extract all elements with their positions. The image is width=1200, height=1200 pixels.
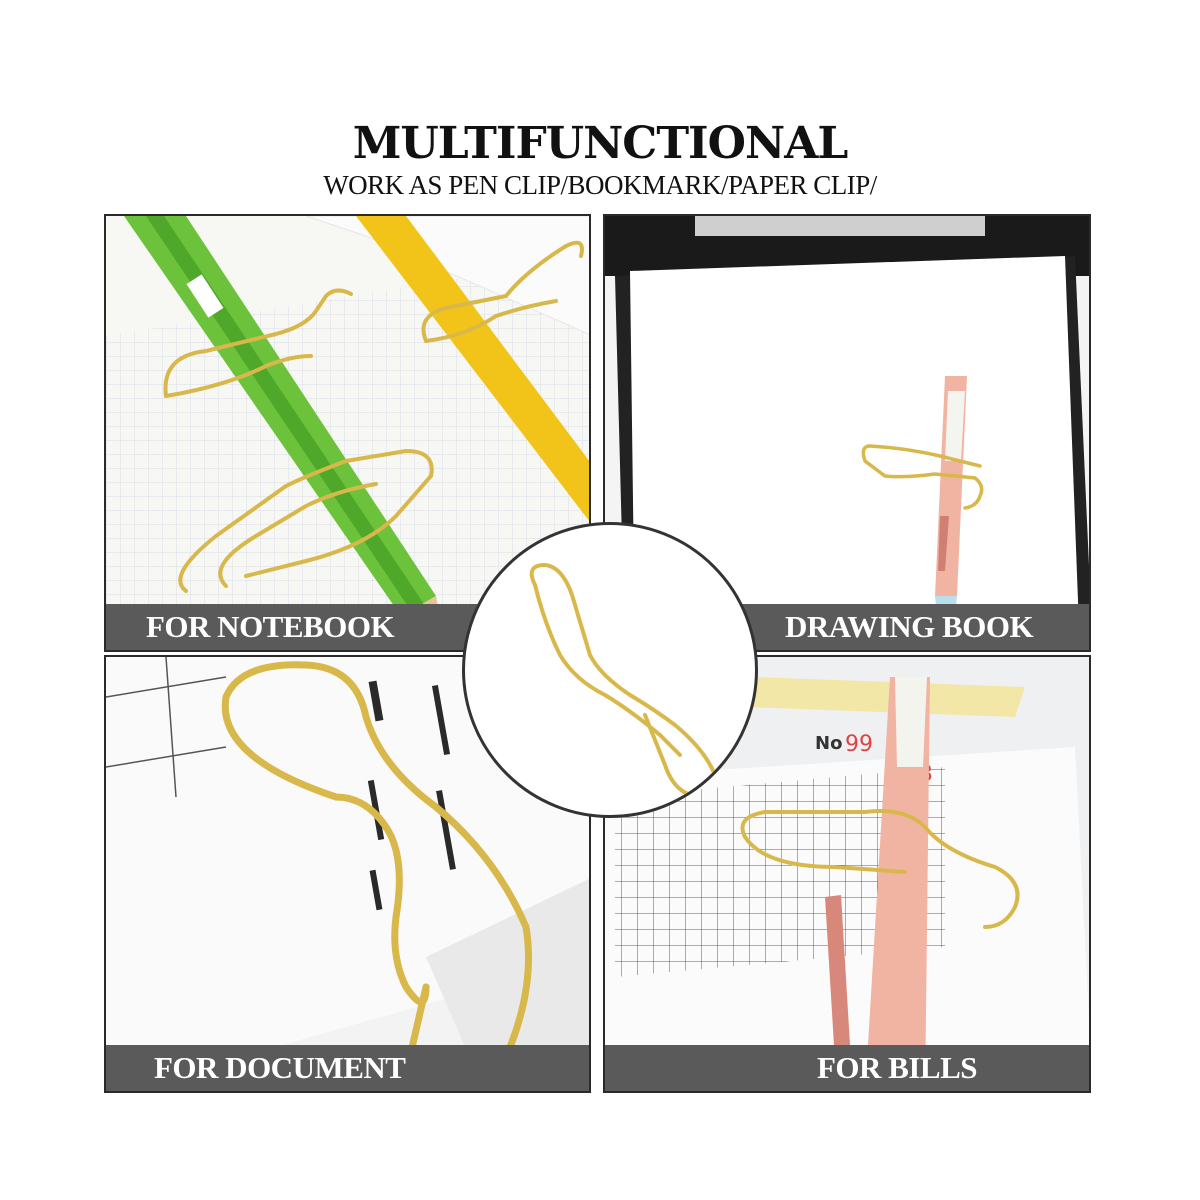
svg-text:No: No [815,733,842,754]
panel-notebook: FOR NOTEBOOK [104,214,591,652]
document-scene [106,657,589,1091]
page-subtitle: WORK AS PEN CLIP/BOOKMARK/PAPER CLIP/ [323,170,877,200]
panel-label: FOR DOCUMENT [106,1045,589,1091]
drawing-book-scene [605,216,1089,650]
paper-clip-icon [529,562,718,800]
center-clip-showcase [462,522,758,818]
svg-text:99: 99 [845,732,873,757]
pen-image [825,677,930,1091]
panel-document: FOR DOCUMENT [104,655,591,1093]
paper-clip-icon [740,809,1020,929]
panel-label: FOR BILLS [605,1045,1089,1091]
page-title: MULTIFUNCTIONAL [352,118,849,169]
paper-clip-icon [861,444,984,510]
paper-clip-icon [163,240,584,593]
notebook-scene [106,216,589,650]
